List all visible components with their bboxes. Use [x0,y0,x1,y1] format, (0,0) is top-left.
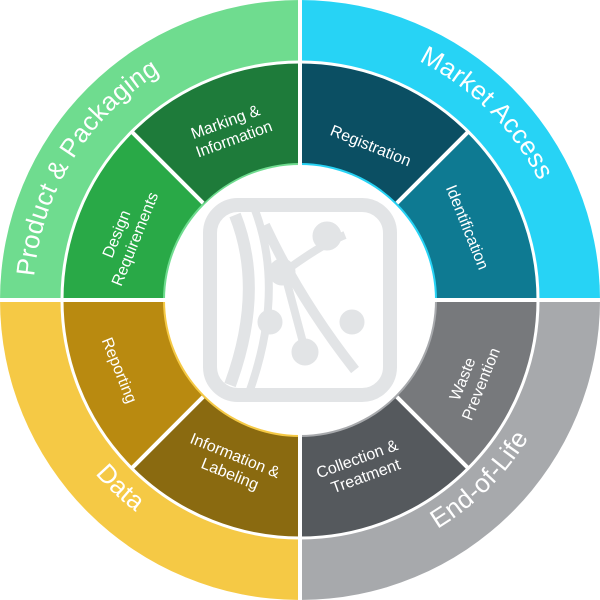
inner-segment-waste-prevention [396,300,538,469]
inner-segment-collection-treatment [300,396,469,538]
inner-ring-border [60,60,540,540]
inner-segment-identification [396,131,538,300]
stylized-network-logo-icon [203,198,397,402]
inner-segment-registration [300,61,469,204]
inner-segment-design-requirements [61,131,204,300]
inner-segment-information-labeling [131,396,300,538]
inner-segment-marking-information [131,61,300,204]
inner-segment-reporting [61,300,204,469]
